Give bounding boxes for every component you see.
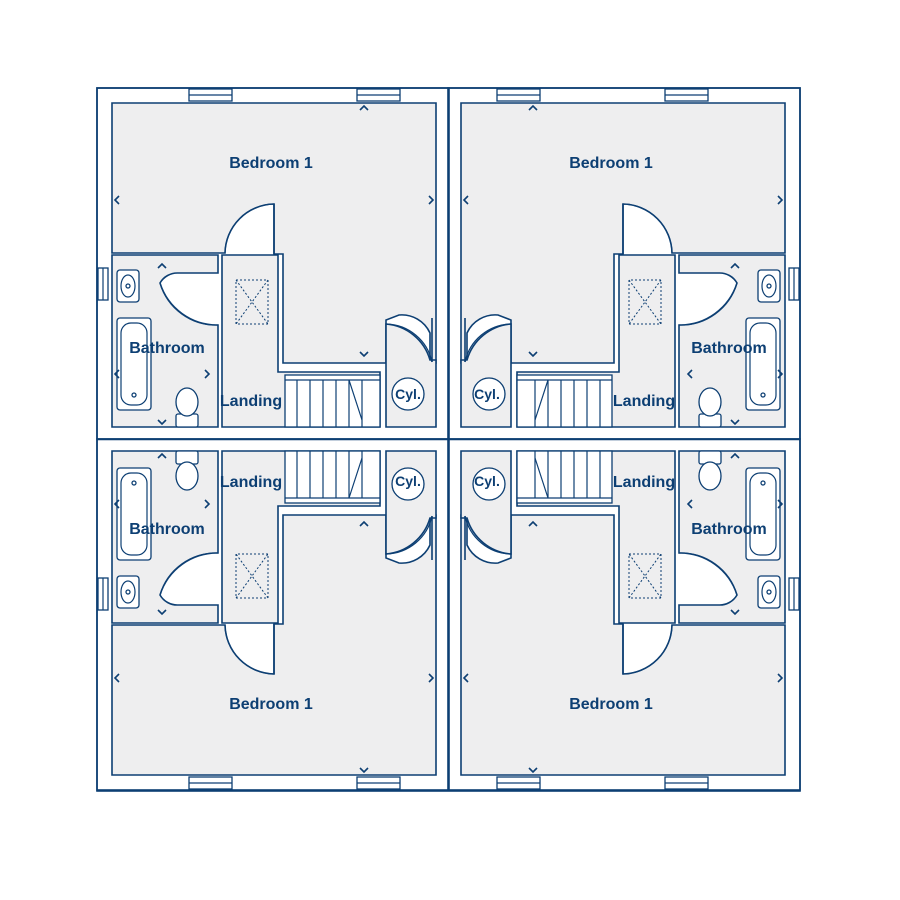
unit-top-left: Bedroom 1 Bathroom Landing Cyl. xyxy=(96,87,450,440)
bathroom-label: Bathroom xyxy=(691,521,767,538)
bedroom-label: Bedroom 1 xyxy=(569,155,653,172)
bedroom-label: Bedroom 1 xyxy=(569,696,653,713)
landing-label: Landing xyxy=(613,474,675,491)
landing-label: Landing xyxy=(613,393,675,410)
landing-label: Landing xyxy=(220,393,282,410)
unit-top-right: Bedroom 1 Bathroom Landing Cyl. xyxy=(447,87,801,440)
cylinder-label: Cyl. xyxy=(395,473,421,489)
bedroom-label: Bedroom 1 xyxy=(229,155,313,172)
bathroom-label: Bathroom xyxy=(129,340,205,357)
bedroom-label: Bedroom 1 xyxy=(229,696,313,713)
landing-label: Landing xyxy=(220,474,282,491)
bathroom-label: Bathroom xyxy=(691,340,767,357)
cylinder-label: Cyl. xyxy=(474,386,500,402)
cylinder-label: Cyl. xyxy=(395,386,421,402)
unit-bottom-right: Bedroom 1 Bathroom Landing Cyl. xyxy=(447,438,801,791)
bathroom-label: Bathroom xyxy=(129,521,205,538)
cylinder-label: Cyl. xyxy=(474,473,500,489)
unit-bottom-left: Bedroom 1 Bathroom Landing Cyl. xyxy=(96,438,450,791)
